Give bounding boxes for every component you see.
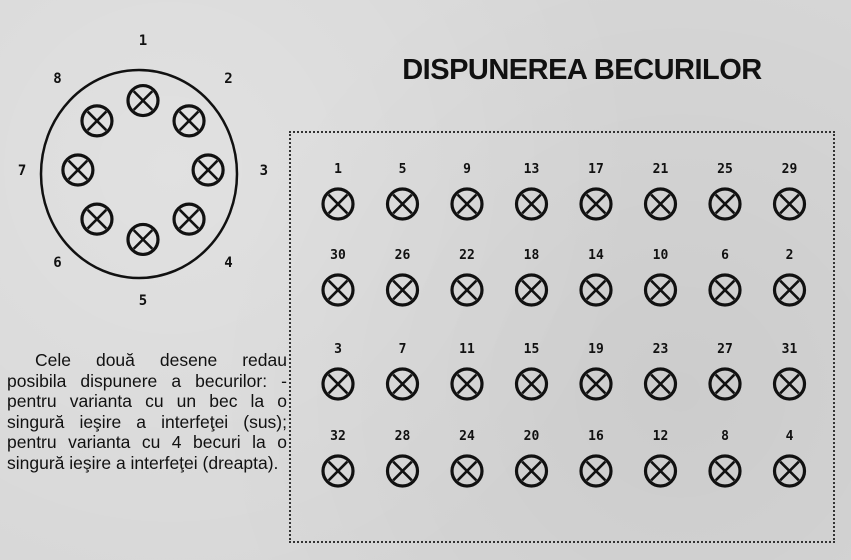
circle-bulb-2 — [172, 104, 206, 138]
grid-label-3: 3 — [334, 342, 342, 357]
grid-label-24: 24 — [459, 429, 475, 444]
grid-bulb-25 — [708, 187, 742, 221]
circle-label-3: 3 — [260, 163, 268, 179]
grid-label-28: 28 — [395, 429, 411, 444]
circle-bulb-4 — [172, 202, 206, 236]
grid-label-15: 15 — [524, 342, 540, 357]
grid-bulb-24 — [450, 454, 484, 488]
grid-bulb-4 — [772, 454, 807, 488]
grid-bulb-27 — [708, 367, 742, 401]
grid-bulb-18 — [514, 273, 549, 307]
grid-bulb-7 — [385, 367, 420, 401]
grid-bulb-1 — [321, 187, 355, 221]
circle-bulb-8 — [80, 104, 114, 138]
grid-label-7: 7 — [399, 342, 407, 357]
grid-bulb-5 — [385, 187, 420, 221]
grid-bulb-26 — [385, 273, 420, 307]
grid-label-6: 6 — [721, 248, 729, 263]
grid-bulb-12 — [643, 454, 678, 488]
grid-label-14: 14 — [588, 248, 604, 263]
grid-label-2: 2 — [786, 248, 794, 263]
grid-bulb-11 — [450, 367, 484, 401]
circle-bulb-3 — [191, 153, 225, 187]
grid-label-5: 5 — [399, 162, 407, 177]
grid-label-23: 23 — [653, 342, 669, 357]
grid-label-22: 22 — [459, 248, 475, 263]
circle-bulb-1 — [126, 83, 160, 118]
grid-label-26: 26 — [395, 248, 411, 263]
grid-bulb-3 — [321, 367, 355, 401]
grid-bulb-29 — [772, 187, 807, 221]
grid-label-11: 11 — [459, 342, 475, 357]
grid-bulb-22 — [450, 273, 484, 307]
caption-body: Cele două desene redau posibila dispuner… — [7, 350, 287, 473]
grid-bulb-20 — [514, 454, 549, 488]
grid-label-32: 32 — [330, 429, 346, 444]
grid-bulb-13 — [514, 187, 549, 221]
grid-label-18: 18 — [524, 248, 540, 263]
grid-label-12: 12 — [653, 429, 669, 444]
circle-label-1: 1 — [139, 33, 147, 49]
grid-bulb-6 — [708, 273, 742, 307]
circle-bulb-5 — [126, 222, 160, 257]
grid-label-27: 27 — [717, 342, 733, 357]
grid-bulb-23 — [643, 367, 678, 401]
grid-label-20: 20 — [524, 429, 540, 444]
grid-label-10: 10 — [653, 248, 669, 263]
grid-label-21: 21 — [653, 162, 669, 177]
grid-bulb-16 — [579, 454, 613, 488]
caption-text: Cele două desene redau posibila dispuner… — [7, 350, 287, 473]
grid-bulb-28 — [385, 454, 420, 488]
diagram-title: DISPUNEREA BECURILOR — [402, 54, 762, 86]
grid-bulb-8 — [708, 454, 742, 488]
circle-label-5: 5 — [139, 293, 147, 309]
grid-bulb-31 — [772, 367, 807, 401]
grid-label-17: 17 — [588, 162, 604, 177]
grid-label-30: 30 — [330, 248, 346, 263]
grid-bulb-9 — [450, 187, 484, 221]
grid-bulb-15 — [514, 367, 549, 401]
grid-label-16: 16 — [588, 429, 604, 444]
circular-bulb-diagram: 1 2 3 4 5 6 7 8 — [18, 33, 268, 309]
circle-label-7: 7 — [18, 163, 26, 179]
grid-label-1: 1 — [334, 162, 342, 177]
grid-bulb-10 — [643, 273, 678, 307]
circle-label-2: 2 — [224, 71, 232, 87]
grid-bulb-14 — [579, 273, 613, 307]
grid-bulb-21 — [643, 187, 678, 221]
circle-outline — [39, 68, 239, 280]
grid-label-19: 19 — [588, 342, 604, 357]
grid-label-25: 25 — [717, 162, 733, 177]
circle-label-8: 8 — [53, 71, 61, 87]
grid-label-9: 9 — [463, 162, 471, 177]
grid-bulb-2 — [772, 273, 807, 307]
grid-label-4: 4 — [786, 429, 794, 444]
grid-label-8: 8 — [721, 429, 729, 444]
grid-label-13: 13 — [524, 162, 540, 177]
grid-label-29: 29 — [782, 162, 798, 177]
grid-bulb-32 — [321, 454, 355, 488]
circle-label-6: 6 — [53, 255, 61, 271]
circle-bulb-7 — [61, 153, 95, 187]
grid-bulb-17 — [579, 187, 613, 221]
grid-bulb-30 — [321, 273, 355, 307]
circle-label-4: 4 — [224, 255, 232, 271]
grid-bulb-19 — [579, 367, 613, 401]
circle-bulb-6 — [80, 202, 114, 236]
grid-label-31: 31 — [782, 342, 798, 357]
